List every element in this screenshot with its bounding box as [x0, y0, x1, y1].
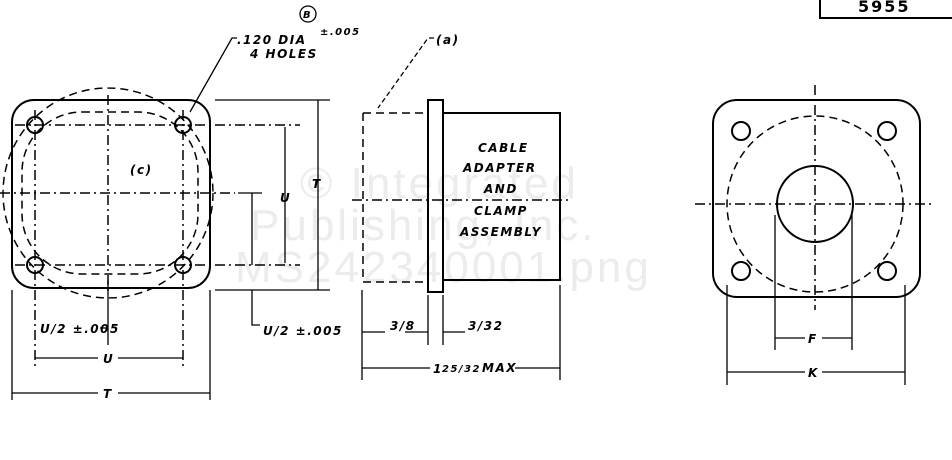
label-line-4: CLAMP — [474, 204, 528, 218]
watermark-line-2: Publishing, Inc. — [250, 201, 596, 250]
note-b-symbol: B — [303, 10, 312, 21]
front-view: (c) T U U/2 ±.005 U/2 ±.005 U T — [0, 88, 343, 401]
dim-U-half-bottom: U/2 ±.005 — [40, 322, 120, 336]
watermark: © Integrated Publishing, Inc. MS24234000… — [235, 159, 652, 292]
dim-3-8: 3/8 — [390, 319, 416, 333]
label-line-1: CABLE — [478, 141, 529, 155]
dim-U-vertical: U — [280, 191, 291, 205]
dim-overall-whole: 1 — [433, 362, 443, 376]
dim-3-32: 3/32 — [468, 319, 503, 333]
hole-callout: B .120 DIA ±.005 4 HOLES (a) — [189, 5, 460, 113]
dim-overall-max: MAX — [482, 361, 517, 375]
dim-K: K — [808, 366, 819, 380]
label-line-2: ADAPTER — [462, 161, 536, 175]
side-view: CABLE ADAPTER AND CLAMP ASSEMBLY 3/8 3/3… — [352, 99, 570, 380]
ref-a-leader — [377, 37, 434, 109]
hole-leader — [189, 37, 237, 113]
dim-T-horizontal: T — [103, 387, 113, 401]
hole-dia-text: .120 DIA — [237, 33, 307, 47]
dim-F: F — [808, 332, 818, 346]
ref-a-text: (a) — [436, 33, 460, 47]
label-line-3: AND — [483, 182, 518, 196]
hole-count-text: 4 HOLES — [249, 47, 318, 61]
label-line-5: ASSEMBLY — [459, 225, 542, 239]
assembly-label: CABLE ADAPTER AND CLAMP ASSEMBLY — [459, 141, 542, 239]
dim-overall-frac: 25/32 — [442, 364, 481, 375]
note-b-circle — [299, 5, 317, 23]
drawing-number-box: 5955 — [819, 0, 952, 19]
watermark-line-3: MS242340001.png — [235, 243, 652, 292]
hole-tol-text: ±.005 — [320, 27, 361, 38]
drawing-number: 5955 — [858, 0, 911, 16]
dim-U-half-right: U/2 ±.005 — [263, 324, 343, 338]
dim-U-horizontal: U — [103, 352, 114, 366]
dim-T-vertical: T — [312, 177, 322, 191]
rear-view: F K — [695, 85, 935, 385]
ref-c-text: (c) — [130, 163, 153, 177]
